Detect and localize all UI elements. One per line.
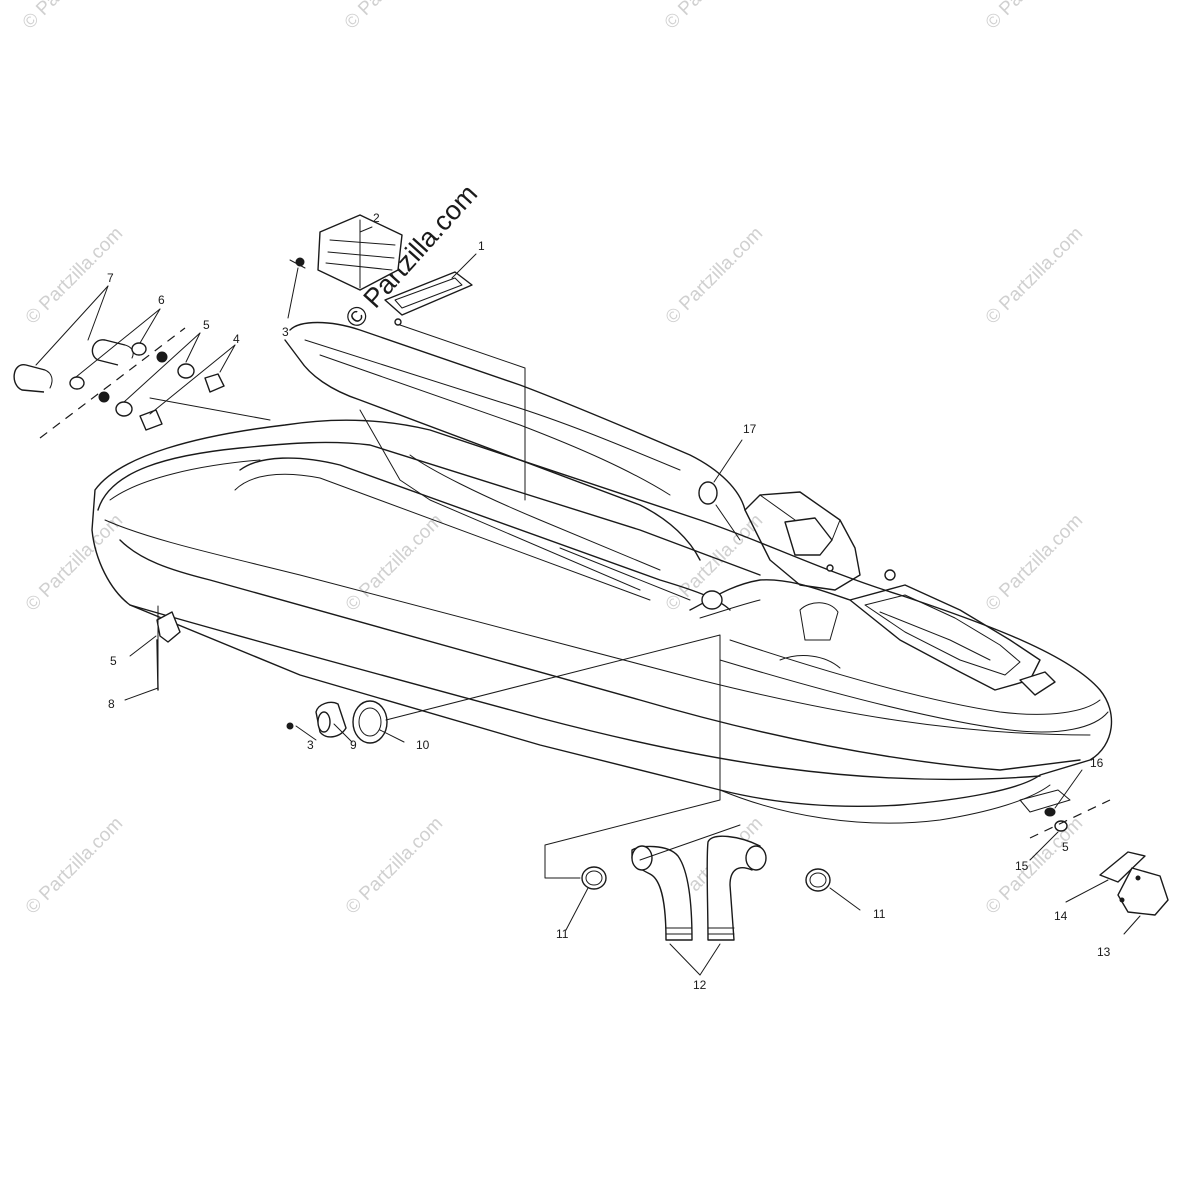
hose-assembly: [581, 835, 831, 941]
rear-fittings: [286, 700, 388, 744]
callout-5: 5: [203, 318, 210, 332]
callout-4: 4: [233, 332, 240, 346]
watermark: © Partzilla.com: [19, 0, 124, 34]
callout-12: 12: [693, 978, 707, 992]
drain-bracket: [156, 605, 181, 691]
tow-eye-assembly: [13, 327, 271, 439]
callout-11: 11: [556, 927, 569, 941]
watermark: © Partzilla.com: [22, 510, 127, 615]
watermark: © Partzilla.com: [982, 510, 1087, 615]
callout-5: 5: [110, 654, 117, 668]
watermark: © Partzilla.com: [982, 223, 1087, 328]
leader-lines: [35, 226, 1141, 976]
callout-11: 11: [873, 907, 886, 921]
callout-17: 17: [743, 422, 757, 436]
watermark: © Partzilla.com: [342, 813, 447, 918]
callout-9: 9: [350, 738, 357, 752]
callout-15: 15: [1015, 859, 1029, 873]
watermark: © Partzilla.com: [341, 0, 446, 34]
o-ring: [698, 481, 718, 505]
stern-cover-assembly: [1029, 799, 1169, 916]
callout-10: 10: [416, 738, 430, 752]
callout-13: 13: [1097, 945, 1111, 959]
callout-2: 2: [373, 211, 380, 225]
watermark-layer: © Partzilla.com © Partzilla.com © Partzi…: [19, 0, 1087, 919]
callout-labels: 1 2 3 4 5 6 7 5 8 3 9 10 17 11 11 12 13 …: [107, 211, 1111, 992]
watermark: © Partzilla.com: [661, 0, 766, 34]
hull: [91, 321, 1113, 824]
callout-16: 16: [1090, 756, 1104, 770]
watermark: © Partzilla.com: [22, 813, 127, 918]
callout-14: 14: [1054, 909, 1068, 923]
callout-3: 3: [282, 325, 289, 339]
watermark: © Partzilla.com: [982, 0, 1087, 34]
callout-8: 8: [108, 697, 115, 711]
watermark: © Partzilla.com: [662, 223, 767, 328]
callout-6: 6: [158, 293, 165, 307]
callout-7: 7: [107, 271, 114, 285]
callout-1: 1: [478, 239, 485, 253]
callout-3: 3: [307, 738, 314, 752]
watermark: © Partzilla.com: [982, 813, 1087, 918]
callout-5: 5: [1062, 840, 1069, 854]
intake-grate-assembly: [289, 214, 473, 326]
